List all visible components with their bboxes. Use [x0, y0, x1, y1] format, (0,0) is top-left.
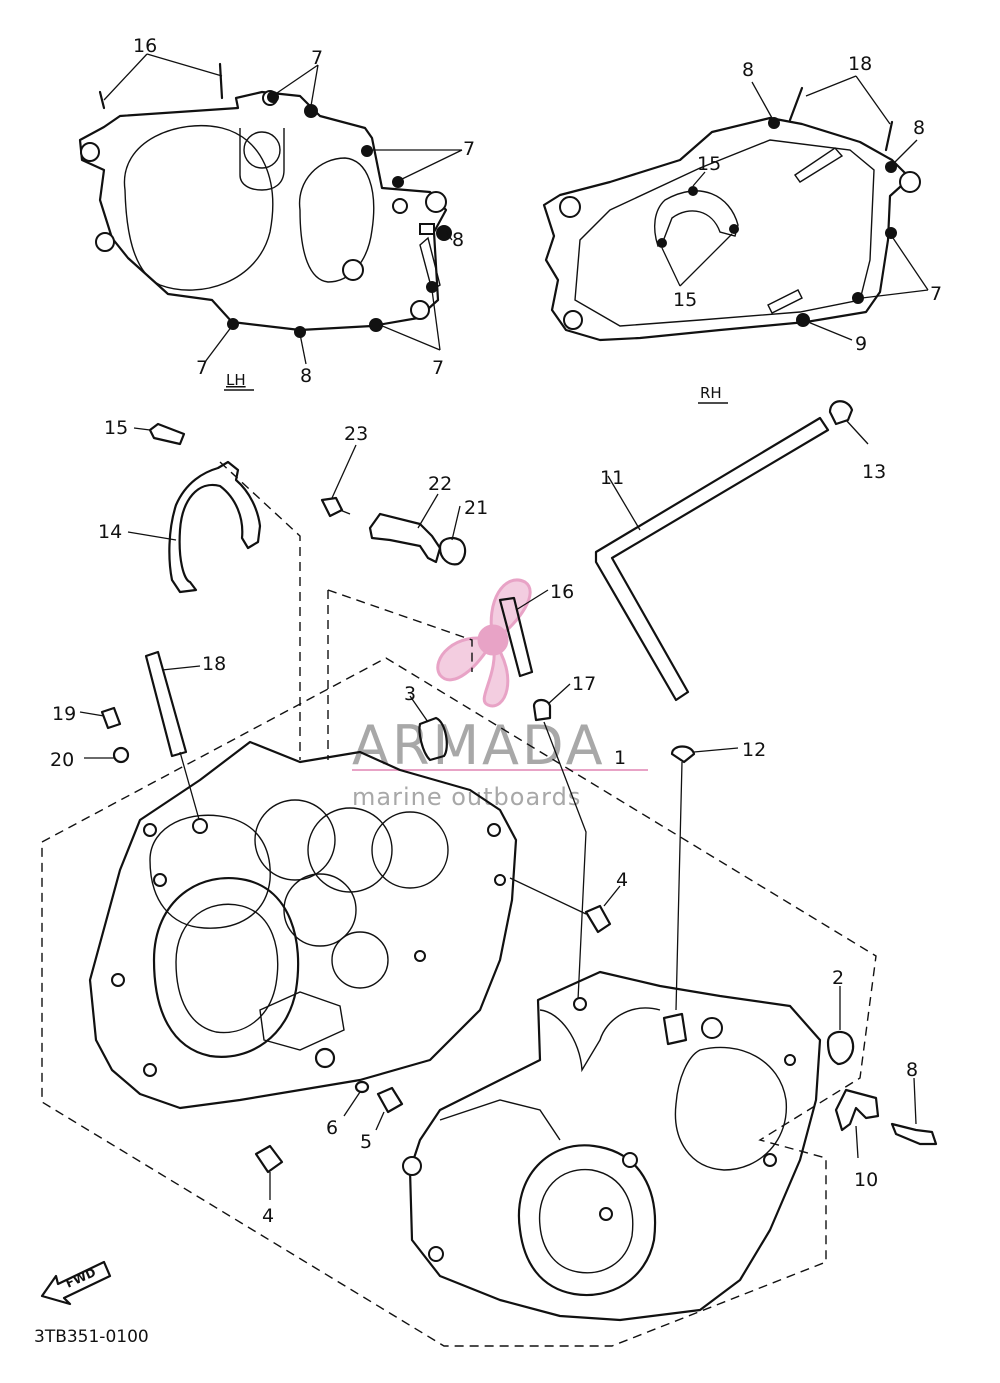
- o-ring-6: [343, 1080, 370, 1117]
- callout-12: 12: [742, 739, 766, 761]
- bolt-8: [890, 1077, 938, 1146]
- lh-view-label: LH: [226, 371, 246, 389]
- rh-view-label: RH: [700, 384, 722, 402]
- callout-rh-7: 7: [930, 283, 942, 305]
- holder-22: [368, 493, 442, 564]
- callout-11: 11: [600, 467, 624, 489]
- forward-arrow-icon: FWD: [40, 1260, 112, 1306]
- callout-15: 15: [104, 417, 128, 439]
- callout-21: 21: [464, 497, 488, 519]
- lh-gasket-callouts: 16 7 7 8 7 8 7: [133, 35, 475, 387]
- assembly-guides: [41, 461, 877, 1347]
- seal-17: [532, 683, 587, 1001]
- screw-23: [320, 444, 357, 518]
- callout-13: 13: [862, 461, 886, 483]
- rh-gasket-callouts: 8 18 8 15 15 7 9: [673, 53, 942, 355]
- clip-13: [828, 400, 869, 445]
- stud-18: [144, 650, 203, 831]
- callout-19: 19: [52, 703, 76, 725]
- right-crankcase: [402, 970, 822, 1322]
- callout-14: 14: [98, 521, 122, 543]
- part-callouts: 15 14 23 22 21 16 11 13 18 19 20 3 17 12…: [50, 417, 918, 1227]
- callout-6: 6: [326, 1117, 338, 1139]
- dowel-4-lower: [254, 1144, 284, 1200]
- rh-crankcase-gasket: [542, 86, 921, 342]
- bushing-3: [409, 695, 448, 762]
- callout-16: 16: [550, 581, 574, 603]
- left-crankcase: [88, 740, 518, 1110]
- propeller-logo-icon: [436, 578, 532, 708]
- dowel-19: [79, 706, 122, 730]
- callout-lh-7b: 7: [463, 138, 475, 160]
- retainer-plate-14: [127, 460, 262, 594]
- callout-lh-8b: 8: [300, 365, 312, 387]
- callout-rh-15a: 15: [697, 153, 721, 175]
- bracket-10: [834, 1088, 880, 1159]
- lh-gasket-leaders: [103, 53, 463, 365]
- callout-rh-8b: 8: [913, 117, 925, 139]
- callout-1: 1: [614, 747, 626, 769]
- callout-4b: 4: [262, 1205, 274, 1227]
- callout-4a: 4: [616, 869, 628, 891]
- callout-rh-18: 18: [848, 53, 872, 75]
- dowel-5: [375, 1086, 404, 1131]
- callout-rh-9: 9: [855, 333, 867, 355]
- callout-10: 10: [854, 1169, 878, 1191]
- callout-lh-7d: 7: [196, 357, 208, 379]
- watermark-brand: ARMADA: [352, 714, 606, 777]
- seal-21: [438, 505, 467, 566]
- rh-gasket-leaders: [661, 75, 929, 341]
- callout-lh-7a: 7: [311, 47, 323, 69]
- nut-20: [84, 746, 130, 764]
- callout-lh-8a: 8: [452, 229, 464, 251]
- callout-22: 22: [428, 473, 452, 495]
- hose-11: [594, 416, 830, 702]
- callout-23: 23: [344, 423, 368, 445]
- stud-16: [498, 589, 549, 678]
- callout-5: 5: [360, 1131, 372, 1153]
- part-code: 3TB351-0100: [34, 1327, 149, 1347]
- callout-17: 17: [572, 673, 596, 695]
- watermark: ARMADA marine outboards: [352, 578, 648, 811]
- callout-8: 8: [906, 1059, 918, 1081]
- fwd-label: FWD: [64, 1265, 98, 1291]
- callout-lh-16: 16: [133, 35, 157, 57]
- oil-seal-2: [826, 986, 855, 1066]
- lh-crankcase-gasket: [78, 62, 452, 338]
- callout-18: 18: [202, 653, 226, 675]
- callout-lh-7c: 7: [432, 357, 444, 379]
- callout-3: 3: [404, 683, 416, 705]
- callout-20: 20: [50, 749, 74, 771]
- callout-rh-8a: 8: [742, 59, 754, 81]
- bolt-15: [133, 422, 186, 446]
- callout-2: 2: [832, 967, 844, 989]
- watermark-tagline: marine outboards: [352, 783, 581, 811]
- clamp-12: [670, 745, 739, 1011]
- callout-rh-15b: 15: [673, 289, 697, 311]
- dowel-4: [509, 877, 621, 934]
